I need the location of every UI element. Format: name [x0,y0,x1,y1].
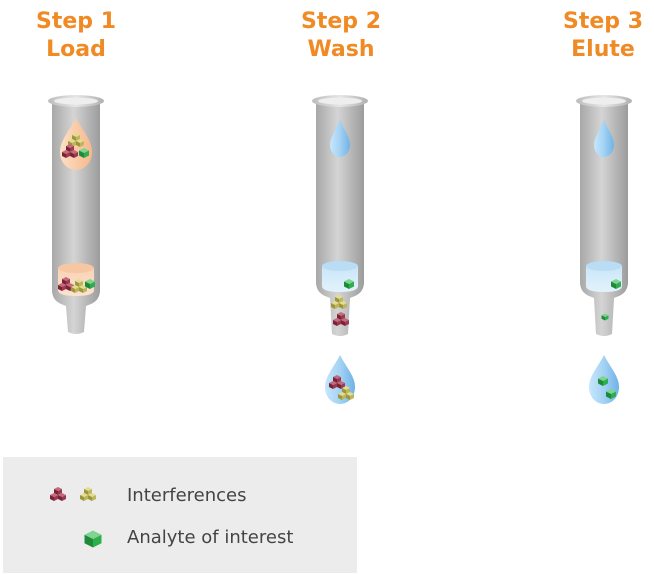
legend-row-analyte: Analyte of interest [3,523,357,555]
legend-row-interferences: Interferences [3,481,357,513]
step-2-title-line2: Wash [307,37,375,62]
step-1-title: Step 1 Load [6,8,146,64]
step-1-title-line2: Load [46,37,106,62]
tube-wash [312,95,368,404]
step-3-title-line2: Elute [571,37,635,62]
interferences-icon [45,483,105,507]
legend: Interferences Analyte of interest [3,457,357,573]
tube-load [48,95,104,334]
tube-opening [582,97,626,105]
wash-solvent-drop [330,120,350,157]
sorbent-bed-top [58,263,94,273]
step-1-title-line1: Step 1 [36,9,116,34]
tube-elute [576,95,632,404]
step-3-title: Step 3 Elute [533,8,654,64]
step-3-title-line1: Step 3 [563,9,643,34]
tube-opening [54,97,98,105]
tube-opening [318,97,362,105]
sorbent-bed-top [586,261,622,271]
elution-solvent-drop [594,120,614,157]
legend-analyte-label: Analyte of interest [127,527,294,548]
step-2-title-line1: Step 2 [301,9,381,34]
legend-interferences-label: Interferences [127,485,247,506]
sorbent-bed-top [322,261,358,271]
analyte-icon [84,530,102,548]
step-2-title: Step 2 Wash [271,8,411,64]
